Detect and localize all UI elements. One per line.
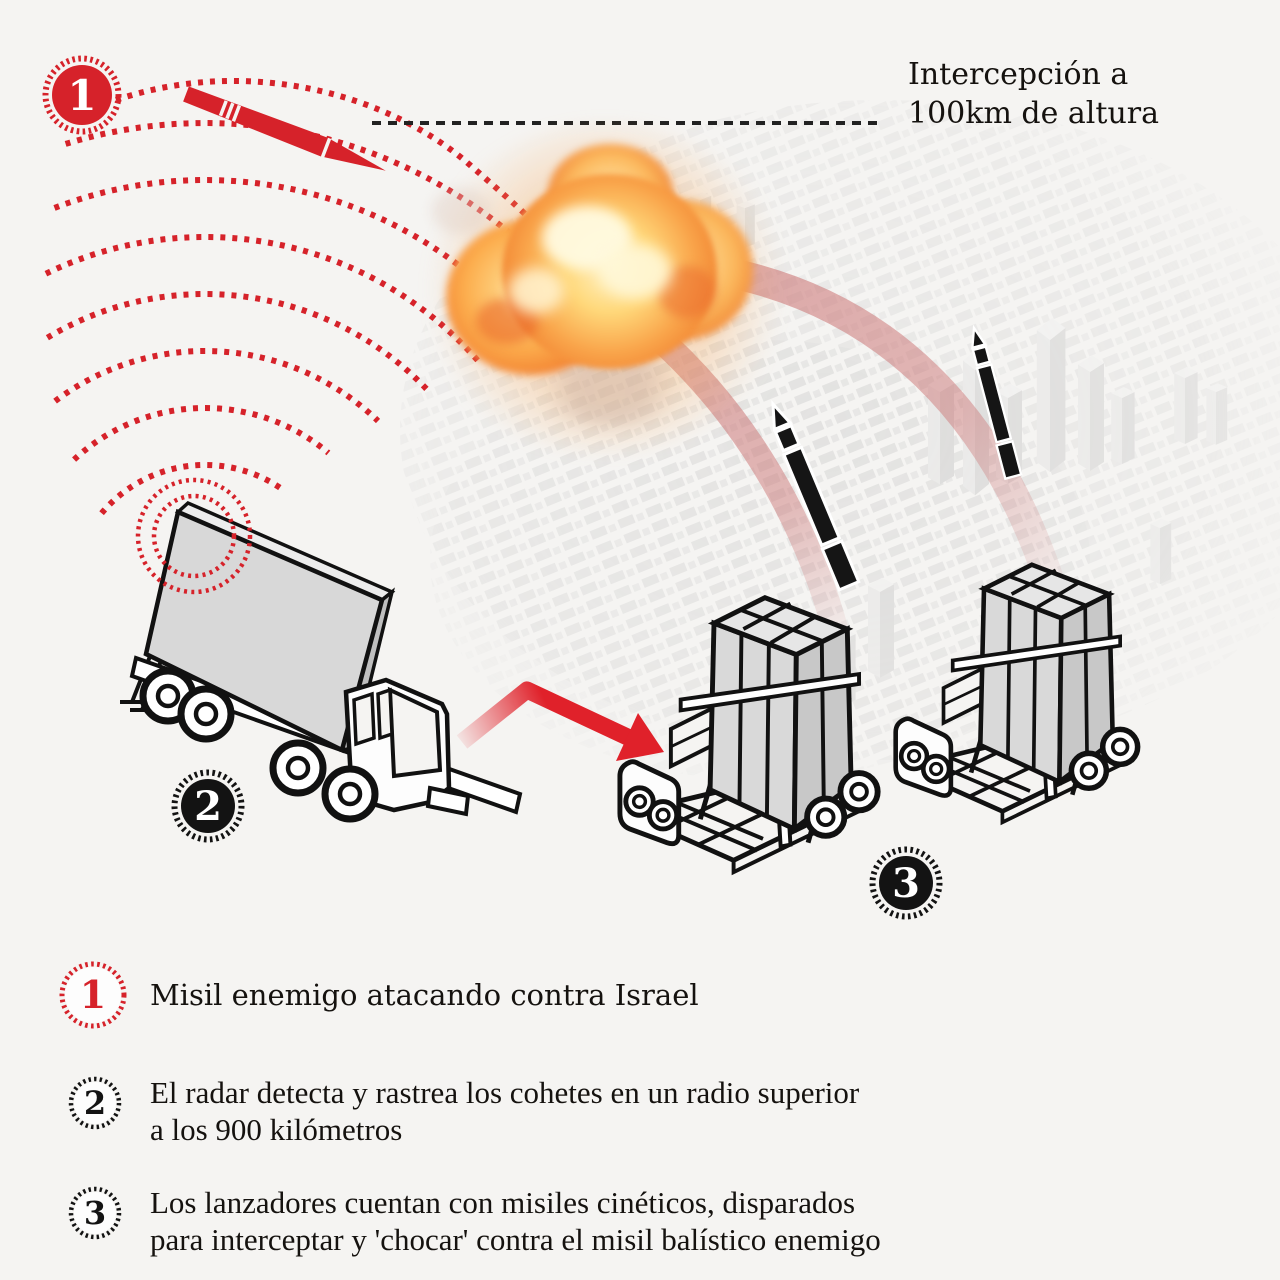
legend-item-2-text: El radar detecta y rastrea los cohetes e… <box>150 1075 860 1147</box>
legend-badge-2: 2 <box>68 1076 122 1130</box>
marker-launchers-badge: 3 <box>869 846 943 920</box>
red-arrow <box>456 681 664 761</box>
enemy-missile-icon <box>183 86 386 171</box>
svg-text:3: 3 <box>892 860 920 907</box>
svg-text:2: 2 <box>84 1084 106 1122</box>
marker-attack-badge: 1 <box>42 55 122 135</box>
altitude-callout-line: Intercepción a <box>908 57 1129 92</box>
radar-wave-arcs <box>44 120 589 516</box>
legend-item-3-text: Los lanzadores cuentan con misiles cinét… <box>150 1185 881 1257</box>
svg-text:2: 2 <box>194 783 222 830</box>
interceptor-trail-right <box>701 255 1073 623</box>
marker-radar-badge: 2 <box>171 769 245 843</box>
altitude-callout-line: 100km de altura <box>908 96 1160 131</box>
svg-text:1: 1 <box>67 71 96 120</box>
altitude-callout: Intercepción a 100km de altura <box>908 55 1159 133</box>
radar-truck <box>120 477 523 819</box>
legend-badge-3: 3 <box>68 1186 122 1240</box>
legend-item-1-text: Misil enemigo atacando contra Israel <box>150 978 699 1012</box>
svg-text:3: 3 <box>84 1194 106 1232</box>
radar-origin-circles <box>135 477 253 595</box>
legend-badge-1: 1 <box>59 961 127 1029</box>
svg-text:1: 1 <box>80 972 106 1017</box>
